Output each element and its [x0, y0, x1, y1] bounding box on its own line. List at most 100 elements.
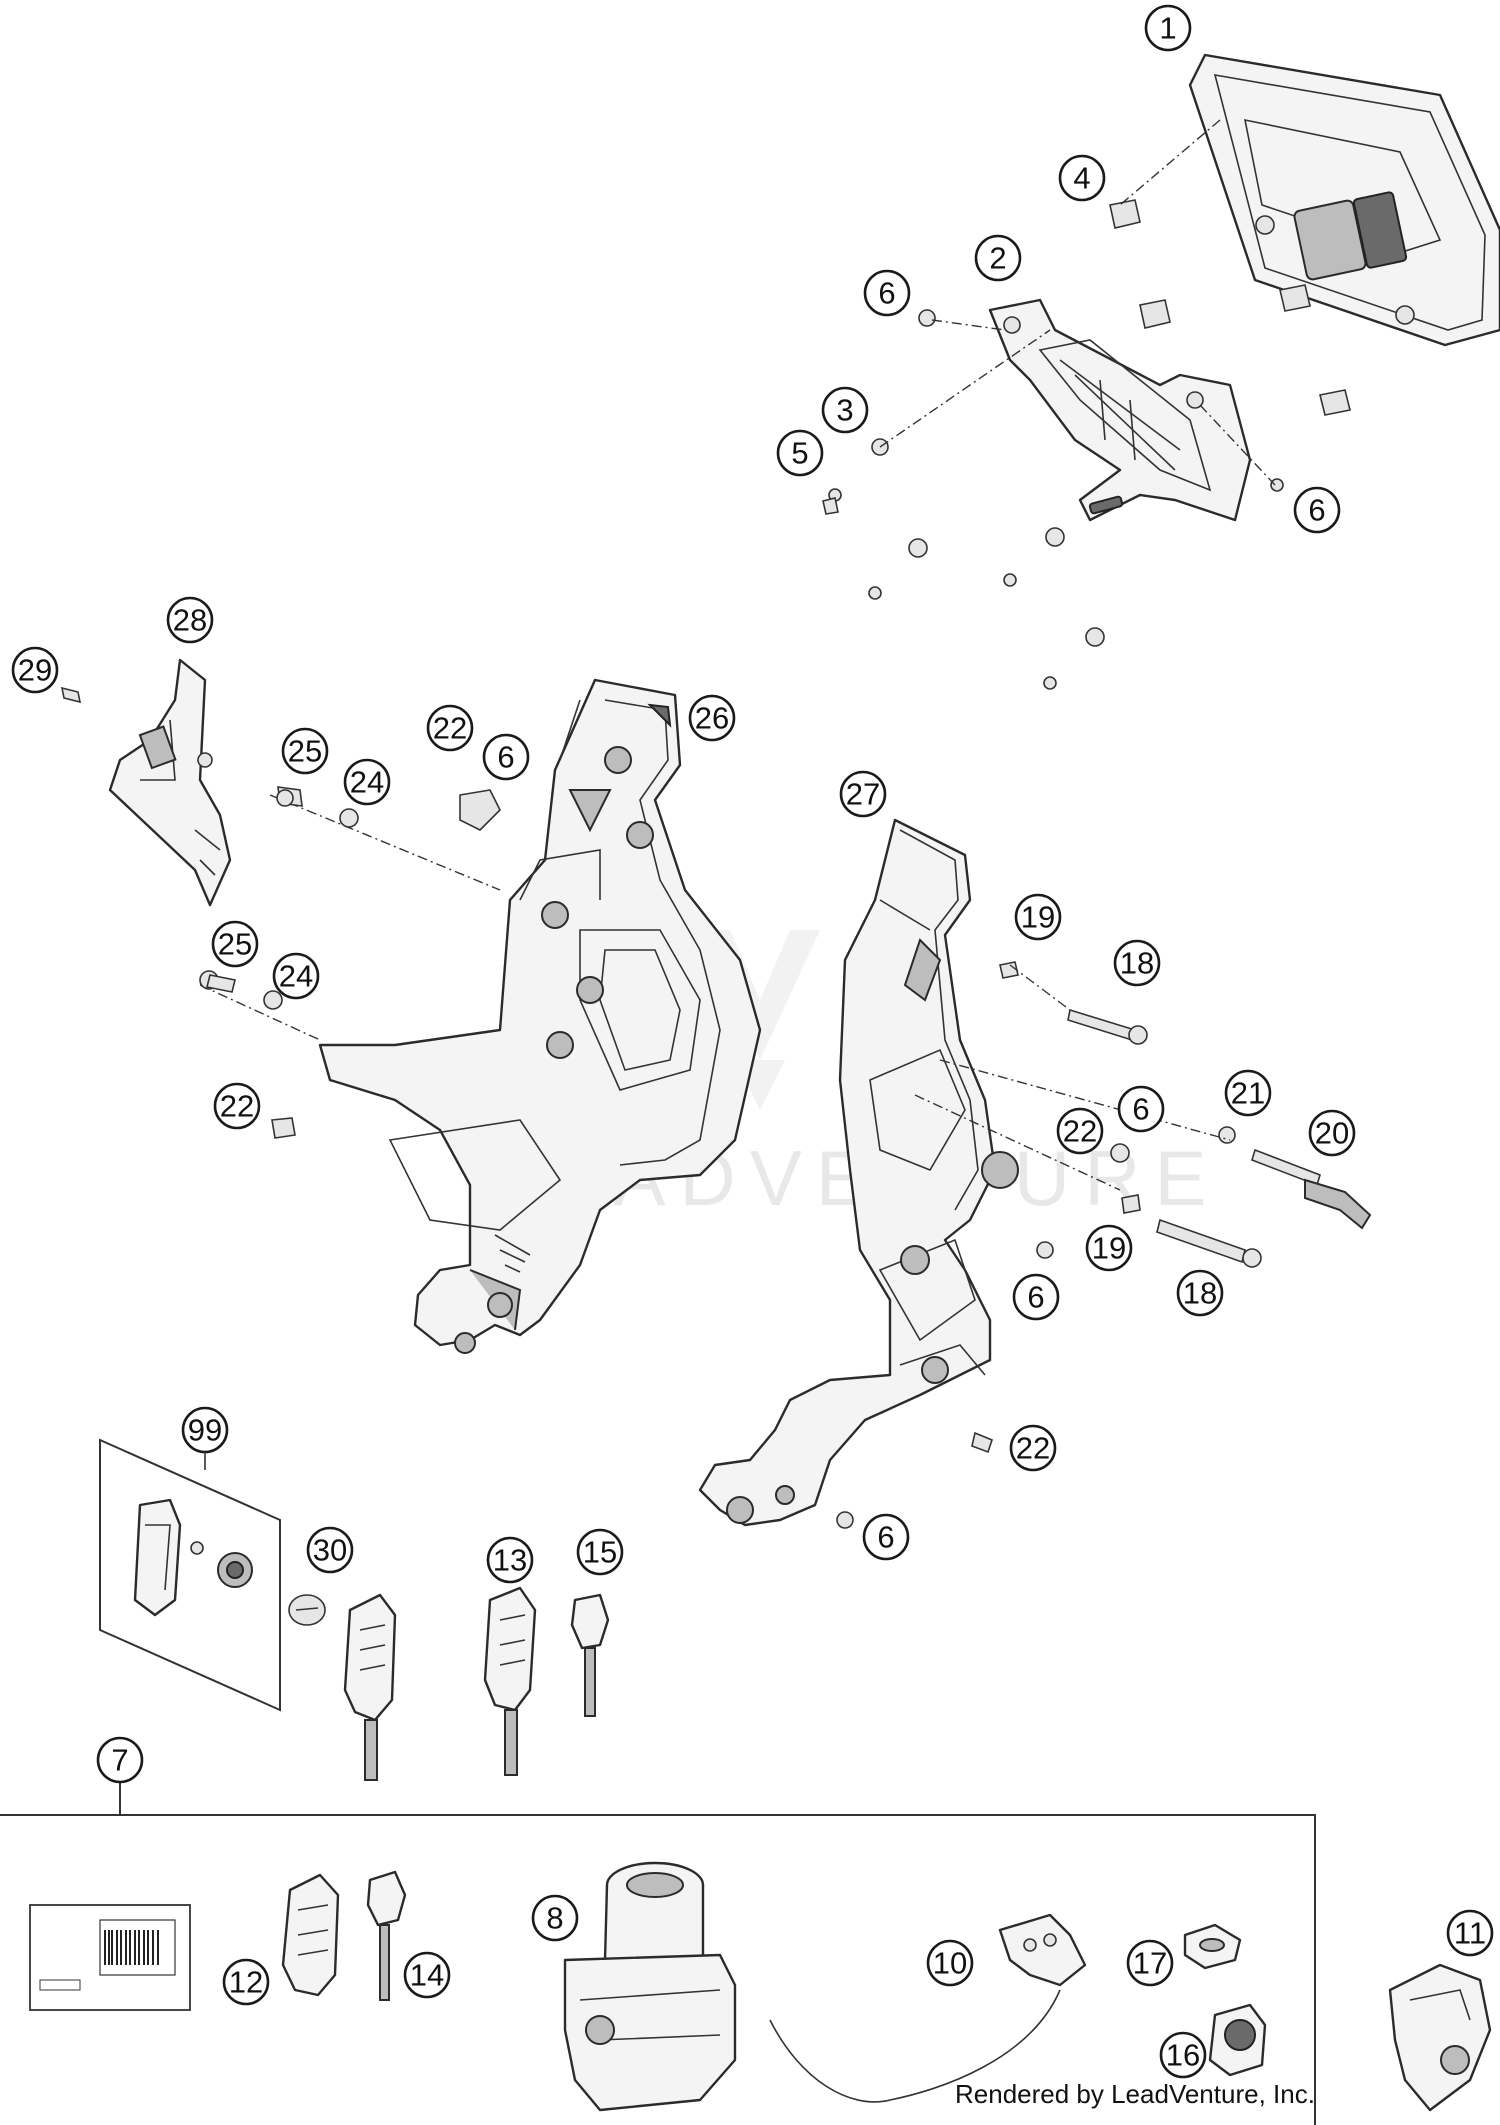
- display-bracket-part: [988, 298, 1252, 522]
- left-screws: [60, 686, 359, 1139]
- svg-text:3: 3: [836, 393, 853, 428]
- left-fairing-bracket-part: [318, 678, 762, 1354]
- callout-15: 15: [576, 1528, 624, 1576]
- callout-17: 17: [1126, 1939, 1174, 1987]
- key-fob-12-part: [281, 1873, 340, 1997]
- callout-22c: 22: [1056, 1107, 1104, 1155]
- svg-text:22: 22: [1063, 1114, 1097, 1149]
- svg-text:22: 22: [1016, 1431, 1050, 1466]
- svg-text:99: 99: [188, 1413, 222, 1448]
- svg-text:19: 19: [1021, 900, 1055, 935]
- callout-4: 4: [1058, 154, 1106, 202]
- callout-6c: 6: [482, 733, 530, 781]
- svg-text:4: 4: [1073, 161, 1090, 196]
- leader-lines-middle: [199, 794, 1231, 1191]
- svg-text:6: 6: [1132, 1092, 1149, 1127]
- svg-text:21: 21: [1231, 1076, 1265, 1111]
- callout-11: 11: [1446, 1909, 1494, 1957]
- callout-99: 99: [181, 1406, 229, 1454]
- callout-14: 14: [403, 1951, 451, 1999]
- callout-6a: 6: [863, 269, 911, 317]
- svg-text:11: 11: [1454, 1916, 1486, 1951]
- grommet-group: [1109, 199, 1351, 416]
- svg-text:14: 14: [410, 1958, 444, 1993]
- svg-text:15: 15: [583, 1535, 617, 1570]
- svg-text:24: 24: [279, 959, 313, 994]
- svg-text:2: 2: [989, 241, 1006, 276]
- callout-18b: 18: [1176, 1269, 1224, 1317]
- callout-12: 12: [222, 1958, 270, 2006]
- key-fob-13-part: [343, 1593, 397, 1781]
- svg-text:27: 27: [846, 777, 880, 812]
- callout-3: 3: [821, 386, 869, 434]
- key-fob-13b-part: [483, 1586, 537, 1776]
- callout-27: 27: [839, 770, 887, 818]
- callout-6d: 6: [1117, 1085, 1165, 1133]
- callout-21: 21: [1224, 1069, 1272, 1117]
- spare-kit-sheet-part: [99, 1438, 281, 1712]
- svg-text:30: 30: [313, 1533, 347, 1568]
- svg-text:29: 29: [18, 653, 52, 688]
- dashboard-display-part: [1188, 53, 1500, 347]
- callout-16: 16: [1159, 2031, 1207, 2079]
- svg-text:20: 20: [1315, 1116, 1349, 1151]
- svg-text:6: 6: [497, 740, 514, 775]
- callout-6f: 6: [862, 1513, 910, 1561]
- svg-text:19: 19: [1092, 1231, 1126, 1266]
- key-15-part: [570, 1593, 610, 1717]
- svg-text:6: 6: [1308, 493, 1325, 528]
- svg-text:13: 13: [493, 1543, 527, 1578]
- callout-6b: 6: [1293, 486, 1341, 534]
- svg-text:5: 5: [791, 436, 808, 471]
- svg-text:7: 7: [111, 1743, 128, 1778]
- callout-25a: 25: [281, 727, 329, 775]
- barcode-label-part: [29, 1904, 191, 2011]
- svg-text:16: 16: [1166, 2038, 1200, 2073]
- callout-18a: 18: [1113, 939, 1161, 987]
- svg-text:6: 6: [878, 276, 895, 311]
- connector-part: [1208, 2003, 1267, 2077]
- bracket-hardware: [822, 309, 1284, 690]
- callout-5: 5: [776, 429, 824, 477]
- callout-24b: 24: [272, 952, 320, 1000]
- ignition-lock-part: [563, 1861, 737, 2112]
- render-credit: Rendered by LeadVenture, Inc.: [955, 2079, 1315, 2109]
- leader-lines-top: [879, 119, 1276, 486]
- callout-19b: 19: [1085, 1224, 1133, 1272]
- callout-2: 2: [974, 234, 1022, 282]
- svg-text:6: 6: [877, 1520, 894, 1555]
- svg-text:1: 1: [1159, 11, 1176, 46]
- callout-10: 10: [926, 1939, 974, 1987]
- callout-28: 28: [166, 596, 214, 644]
- svg-text:24: 24: [350, 765, 384, 800]
- coin-battery-part: [288, 1594, 326, 1626]
- housing-part: [1388, 1963, 1492, 2112]
- callout-1: 1: [1144, 4, 1192, 52]
- svg-text:25: 25: [288, 734, 322, 769]
- svg-text:17: 17: [1133, 1946, 1167, 1981]
- svg-text:18: 18: [1183, 1276, 1217, 1311]
- svg-text:6: 6: [1027, 1280, 1044, 1315]
- callout-8: 8: [531, 1894, 579, 1942]
- callout-26: 26: [688, 694, 736, 742]
- small-cover-part: [108, 658, 232, 907]
- svg-text:12: 12: [229, 1965, 263, 2000]
- svg-text:22: 22: [433, 711, 467, 746]
- callout-22d: 22: [1009, 1424, 1057, 1472]
- svg-text:22: 22: [220, 1089, 254, 1124]
- callout-22b: 22: [213, 1082, 261, 1130]
- key-14-part: [366, 1870, 407, 2001]
- callout-22a: 22: [426, 704, 474, 752]
- kit-7-frame: [0, 1814, 1316, 2125]
- callout-7: 7: [96, 1736, 144, 1784]
- right-fairing-bracket-part: [698, 818, 1019, 1527]
- callout-24a: 24: [343, 758, 391, 806]
- callout-6e: 6: [1012, 1273, 1060, 1321]
- right-bracket-hardware: [836, 961, 1372, 1529]
- nut-part: [1183, 1923, 1242, 1970]
- svg-text:25: 25: [218, 927, 252, 962]
- svg-text:18: 18: [1120, 946, 1154, 981]
- svg-text:26: 26: [695, 701, 729, 736]
- callout-19a: 19: [1014, 893, 1062, 941]
